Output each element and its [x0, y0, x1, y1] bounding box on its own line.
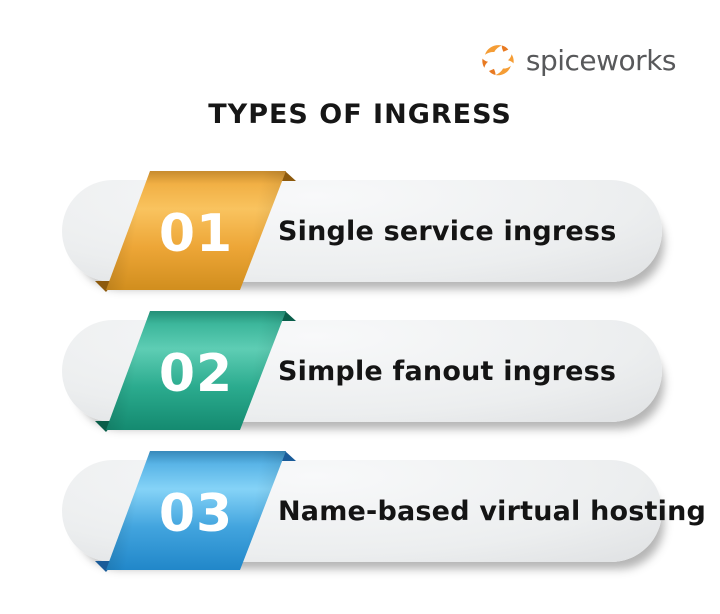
item-label: Simple fanout ingress	[278, 355, 617, 387]
item-label: Name-based virtual hosting	[278, 495, 707, 527]
ribbon-fold-bottom	[95, 421, 115, 432]
item-number: 01	[158, 204, 234, 264]
item-label: Single service ingress	[278, 215, 617, 247]
ribbon-fold-top	[277, 451, 296, 461]
spiceworks-logo: spiceworks	[476, 40, 677, 82]
ingress-type-row: 03 Name-based virtual hosting	[0, 449, 720, 589]
ingress-type-row: 01 Single service ingress	[0, 169, 720, 309]
logo-wordmark: spiceworks	[525, 44, 677, 77]
spiceworks-swirl-icon	[482, 45, 514, 76]
ribbon-fold-bottom	[95, 281, 115, 292]
ribbon-fold-bottom	[95, 561, 115, 572]
ingress-type-row: 02 Simple fanout ingress	[0, 309, 720, 449]
item-number: 03	[158, 484, 234, 544]
ribbon-fold-top	[277, 171, 296, 181]
item-number: 02	[158, 344, 234, 404]
page-title: TYPES OF INGRESS	[208, 99, 512, 130]
ribbon-fold-top	[277, 311, 296, 321]
